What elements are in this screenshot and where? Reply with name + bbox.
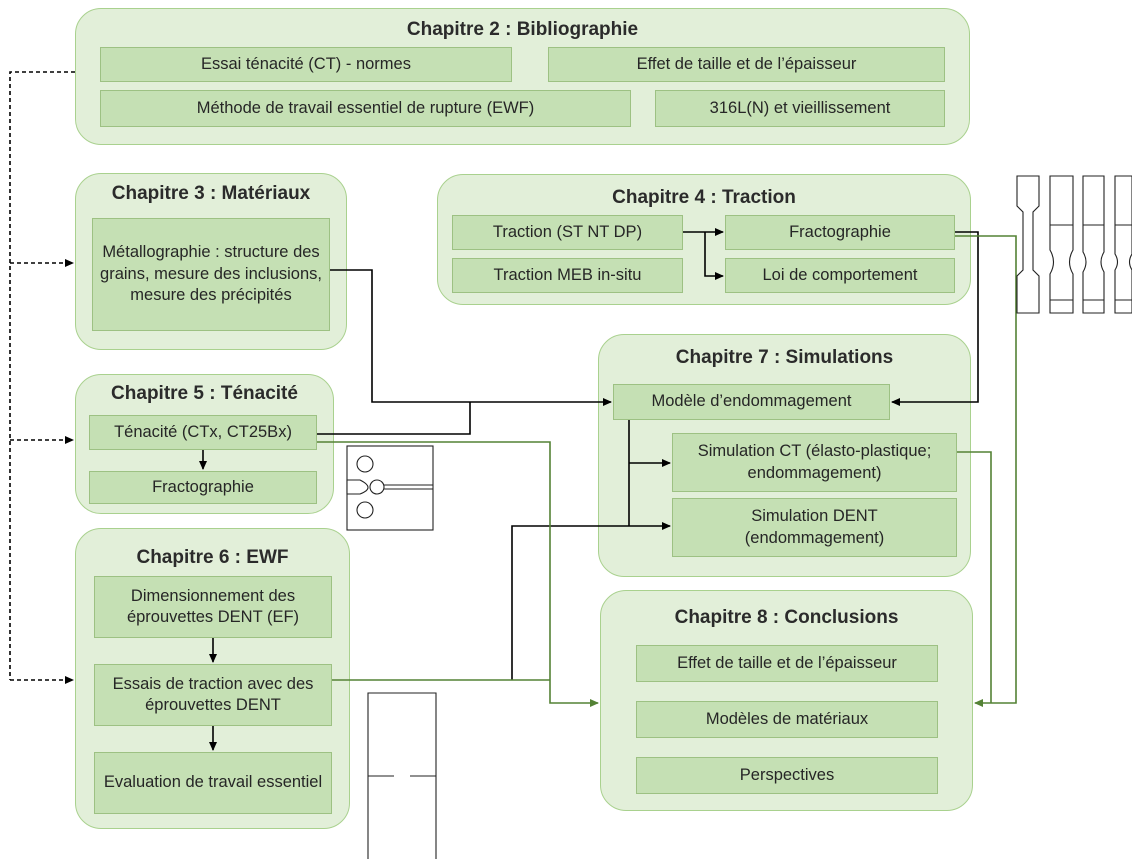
ch6-tensile-dent-box[interactable]: Essais de traction avec des éprouvettes … [94,664,332,726]
ch4-fractography-box[interactable]: Fractographie [725,215,955,250]
dent-specimen-icon [368,693,436,859]
ch2-ct-standards-box[interactable]: Essai ténacité (CT) - normes [100,47,512,82]
ch8-size-effect-box[interactable]: Effet de taille et de l’épaisseur [636,645,938,682]
ch3-metallography-box[interactable]: Métallographie : structure des grains, m… [92,218,330,331]
chapter-4-title: Chapitre 4 : Traction [612,187,796,208]
chapter-3-title: Chapitre 3 : Matériaux [111,183,311,204]
ch2-ewf-method-box[interactable]: Méthode de travail essentiel de rupture … [100,90,631,127]
ch5-fractography-box[interactable]: Fractographie [89,471,317,504]
ch2-size-effect-box[interactable]: Effet de taille et de l’épaisseur [548,47,945,82]
ch6-dimensioning-box[interactable]: Dimensionnement des éprouvettes DENT (EF… [94,576,332,638]
ct-specimen-icon [346,445,434,531]
chapter-8-title: Chapitre 8 : Conclusions [674,607,899,628]
black-arrows [199,228,978,751]
ch7-dent-simulation-box[interactable]: Simulation DENT (endommagement) [672,498,957,557]
ch8-material-models-box[interactable]: Modèles de matériaux [636,701,938,738]
ch6-essential-work-box[interactable]: Evaluation de travail essentiel [94,752,332,814]
green-arrows [317,236,1016,707]
chapter-7-title: Chapitre 7 : Simulations [675,347,894,368]
ch8-perspectives-box[interactable]: Perspectives [636,757,938,794]
ch4-tensile-box[interactable]: Traction (ST NT DP) [452,215,683,250]
ch4-constitutive-law-box[interactable]: Loi de comportement [725,258,955,293]
ch5-toughness-box[interactable]: Ténacité (CTx, CT25Bx) [89,415,317,450]
tensile-specimens-icon [1017,176,1132,313]
ch7-ct-simulation-box[interactable]: Simulation CT (élasto-plastique; endomma… [672,433,957,492]
chapter-5-title: Chapitre 5 : Ténacité [111,383,298,404]
chapter-6-title: Chapitre 6 : EWF [136,547,289,568]
ch7-damage-model-box[interactable]: Modèle d’endommagement [613,384,890,420]
ch4-sem-insitu-box[interactable]: Traction MEB in-situ [452,258,683,293]
dashed-bibliography-links [10,72,75,684]
chapter-2-title: Chapitre 2 : Bibliographie [406,19,639,40]
ch2-316ln-aging-box[interactable]: 316L(N) et vieillissement [655,90,945,127]
